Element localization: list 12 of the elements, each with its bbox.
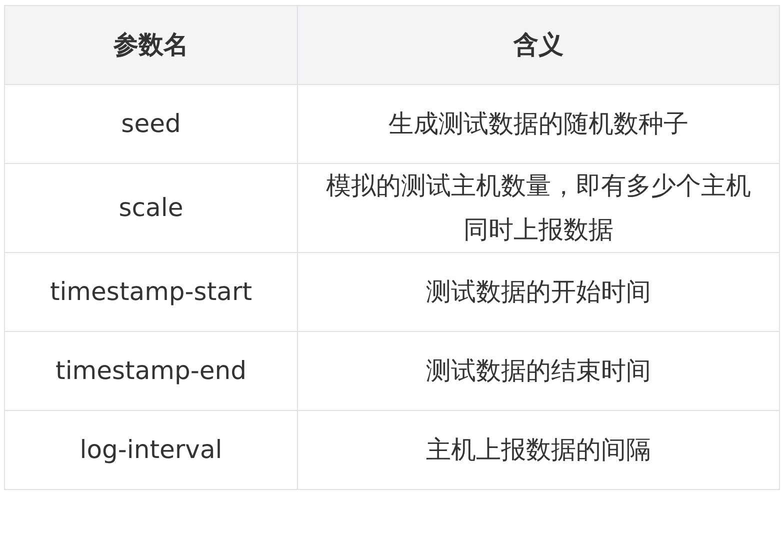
table-cell: scale	[4, 164, 298, 252]
table-cell: timestamp-start	[4, 252, 298, 332]
table-cell: log-interval	[4, 410, 298, 490]
table-cell: 主机上报数据的间隔	[298, 410, 780, 490]
header-cell: 含义	[298, 6, 780, 84]
table-cell: timestamp-end	[4, 332, 298, 410]
header-cell: 参数名	[4, 6, 298, 84]
table-cell: 测试数据的结束时间	[298, 332, 780, 410]
table-cell: 测试数据的开始时间	[298, 252, 780, 332]
table-cell: 生成测试数据的随机数种子	[298, 84, 780, 164]
table-cell: seed	[4, 84, 298, 164]
table-cell: 模拟的测试主机数量，即有多少个主机同时上报数据	[298, 164, 780, 252]
